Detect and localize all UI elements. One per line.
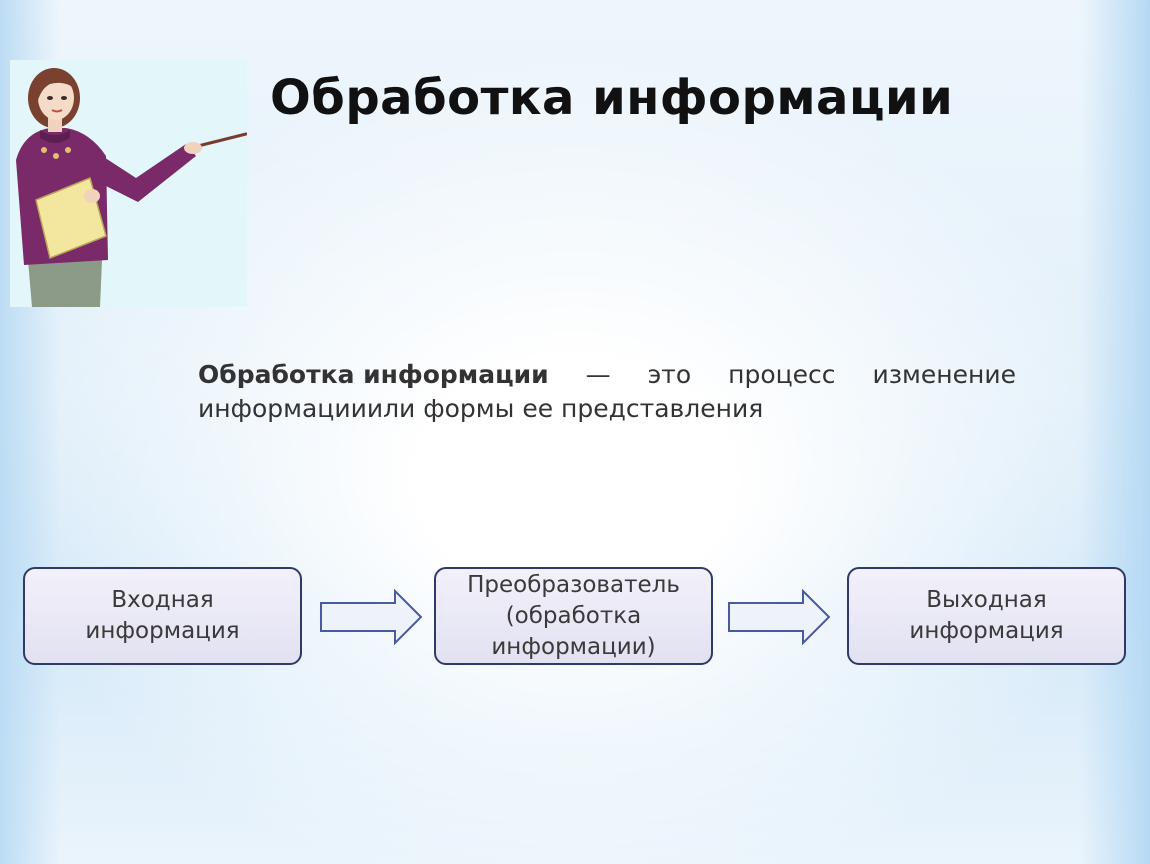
background-right-glow bbox=[1080, 0, 1150, 864]
definition-word-1: это bbox=[647, 360, 692, 389]
definition-word-3: изменение bbox=[872, 360, 1016, 389]
definition-term: Обработка информации bbox=[198, 360, 549, 389]
definition-line-1: Обработка информации — это процесс измен… bbox=[198, 358, 1016, 392]
output-box-line-2: информация bbox=[909, 618, 1064, 644]
definition-text: Обработка информации — это процесс измен… bbox=[198, 358, 1016, 426]
input-box-line-2: информация bbox=[85, 618, 240, 644]
right-arrow-icon bbox=[320, 589, 423, 645]
definition-line-2: информацииили формы ее представления bbox=[198, 394, 764, 423]
definition-word-2: процесс bbox=[728, 360, 836, 389]
processor-box-line-2: (обработка bbox=[505, 602, 642, 629]
input-box-line-1: Входная bbox=[111, 587, 214, 613]
teacher-illustration-icon bbox=[16, 68, 247, 307]
processor-box-line-1: Преобразователь bbox=[467, 571, 680, 598]
output-box-line-1: Выходная bbox=[926, 587, 1047, 613]
output-information-box: Выходная информация bbox=[847, 567, 1126, 665]
input-information-box: Входная информация bbox=[23, 567, 302, 665]
teacher-illustration bbox=[10, 60, 247, 307]
slide-title: Обработка информации bbox=[270, 70, 954, 126]
processor-box: Преобразователь (обработка информации) bbox=[434, 567, 713, 665]
right-arrow-icon bbox=[728, 589, 831, 645]
processor-box-line-3: информации) bbox=[491, 633, 656, 660]
definition-dash: — bbox=[585, 360, 611, 389]
